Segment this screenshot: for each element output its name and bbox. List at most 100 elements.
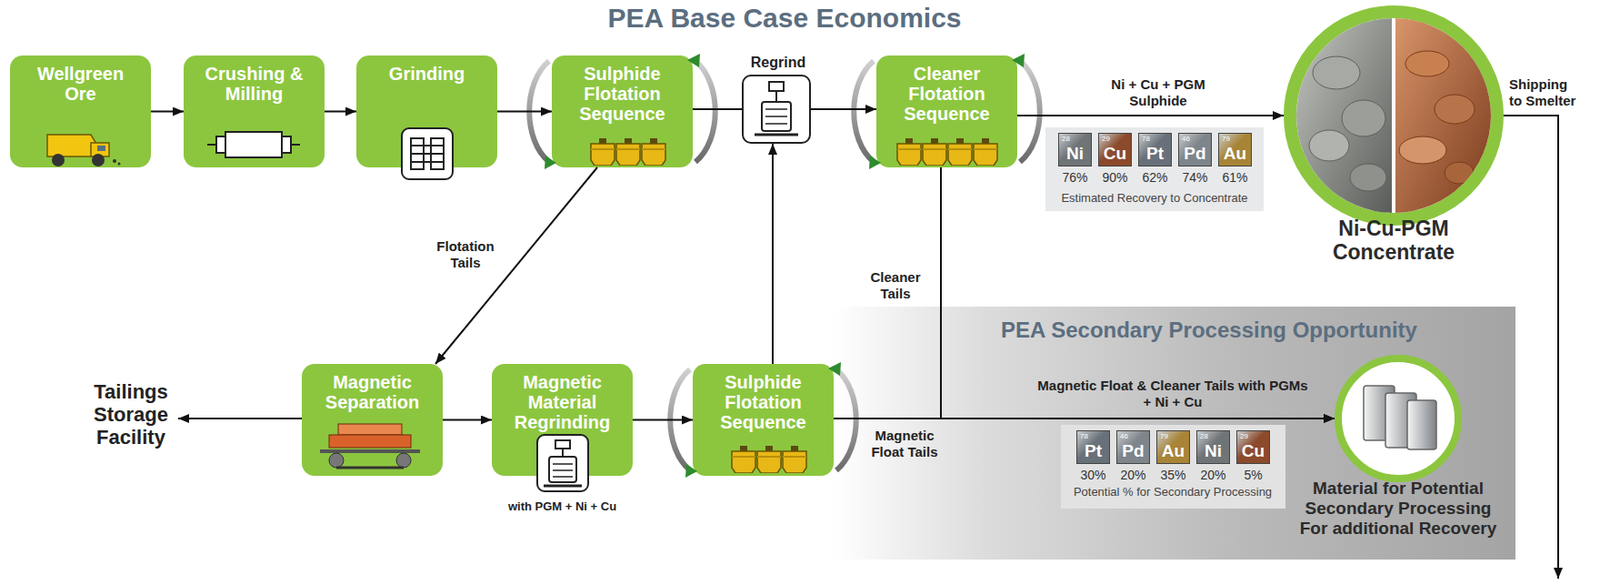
percent-value: 90% [1094, 170, 1136, 186]
process-box: Sulphide Flotation Sequence [692, 363, 834, 476]
flow-arrow [324, 110, 357, 113]
process-box: Wellgreen Ore [10, 55, 151, 168]
flow-arrow [178, 417, 302, 420]
element-symbol: Ni [1197, 440, 1230, 461]
atomic-number: 78 [1141, 134, 1150, 143]
recycle-arrowheads [544, 53, 1025, 478]
process-box: Magnetic Separation [301, 363, 443, 476]
process-box: Sulphide Flotation Sequence [551, 55, 693, 168]
atomic-number: 79 [1221, 134, 1230, 143]
regrind-mill-icon [754, 81, 799, 135]
atomic-number: 46 [1181, 134, 1190, 143]
element-tile: 29Cu [1098, 132, 1132, 167]
element-symbol: Cu [1237, 440, 1270, 461]
concentrate-circle: Ni-Cu-PGM Concentrate [1283, 5, 1504, 226]
dump-truck-icon [47, 134, 121, 167]
percent-value: 61% [1214, 170, 1256, 186]
element-symbol: Pd [1117, 440, 1150, 461]
node-label: Magnetic Material Regrinding [509, 371, 617, 432]
process-box: Crushing & Milling [183, 55, 325, 168]
element-symbol: Au [1157, 440, 1190, 461]
flow-arrow [940, 167, 1335, 419]
node-label: Sulphide Flotation Sequence [571, 63, 674, 124]
element-symbol: Pt [1077, 440, 1110, 461]
element-tile: 29Cu [1236, 430, 1270, 464]
shipping-arrow [1503, 115, 1559, 579]
element-symbol: Cu [1099, 143, 1131, 164]
edge-label: Magnetic Float Tails [861, 427, 949, 460]
atomic-number: 28 [1200, 431, 1209, 440]
element-tile: 46Pd [1116, 430, 1150, 464]
atomic-number: 78 [1080, 431, 1089, 440]
node-label: Crushing & Milling [200, 63, 309, 104]
regrind-box: Regrind [741, 74, 811, 144]
regrind-mill-icon [537, 434, 589, 491]
magnetic-separator-icon [320, 423, 420, 468]
diagram-title: PEA Base Case Economics [509, 1, 1060, 35]
atomic-number: 46 [1120, 431, 1129, 440]
flow-arrow [442, 419, 492, 421]
element-tile: 79Au [1218, 132, 1252, 167]
atomic-number: 29 [1240, 431, 1249, 440]
element-tile: 78Pt [1138, 132, 1172, 167]
edge-label: Flotation Tails [427, 238, 504, 271]
atomic-number: 79 [1160, 431, 1169, 440]
edge-label: Cleaner Tails [862, 269, 929, 302]
flow-arrow [692, 108, 742, 110]
flow-arrow [771, 143, 774, 364]
flow-note: Magnetic Float & Cleaner Tails with PGMs… [1036, 377, 1310, 410]
flotation-cells [590, 138, 998, 473]
percent-value: 30% [1072, 467, 1114, 483]
caption: Potential % for Secondary Processing [1054, 484, 1291, 500]
grinder-icon [401, 128, 453, 180]
concentrate-photo [1296, 18, 1491, 213]
atomic-number: 29 [1101, 134, 1110, 143]
element-tile: 28Ni [1196, 430, 1230, 464]
node-label: Material for Potential Secondary Process… [1292, 478, 1504, 539]
flow-arrow [1017, 114, 1284, 117]
caption: Estimated Recovery to Concentrate [1036, 190, 1273, 206]
node-label: Sulphide Flotation Sequence [712, 371, 815, 432]
node-label: with PGM + Ni + Cu [473, 499, 651, 514]
process-box: Cleaner Flotation Sequence [876, 55, 1018, 168]
flow-arrow [833, 417, 1335, 420]
node-label: Tailings Storage Facility [83, 380, 179, 449]
flow-arrow [497, 110, 552, 113]
percent-value: 5% [1232, 467, 1274, 483]
element-symbol: Pt [1139, 143, 1171, 164]
process-box: Magnetic Material Regrindingwith PGM + N… [491, 363, 633, 476]
element-symbol: Au [1219, 143, 1251, 164]
percent-value: 20% [1112, 467, 1154, 483]
element-tile: 46Pd [1178, 132, 1212, 167]
percent-value: 35% [1152, 467, 1194, 483]
element-tile: 78Pt [1076, 430, 1110, 464]
tailings-node: Tailings Storage Facility [83, 380, 179, 452]
element-symbol: Pd [1179, 143, 1211, 164]
mill-icon [207, 131, 300, 158]
note-label: Shipping to Smelter [1509, 76, 1580, 110]
flow-arrow [632, 419, 693, 421]
node-label: Magnetic Separation [318, 371, 428, 412]
node-label: Wellgreen Ore [30, 63, 132, 104]
product-circle: Material for Potential Secondary Process… [1334, 354, 1462, 482]
element-tile: 28Ni [1058, 132, 1092, 167]
process-box: Grinding [356, 55, 498, 168]
percent-value: 76% [1054, 170, 1096, 186]
edge-label: Ni + Cu + PGM Sulphide [1094, 76, 1222, 110]
flow-arrow [810, 108, 877, 110]
silver-bars [1363, 385, 1437, 450]
percent-value: 20% [1192, 467, 1234, 483]
element-symbol: Ni [1059, 143, 1091, 164]
node-label: Ni-Cu-PGM Concentrate [1307, 216, 1480, 264]
node-label: Grinding [373, 63, 481, 84]
percent-value: 74% [1174, 170, 1216, 186]
flow-arrow [150, 110, 184, 113]
node-label: Cleaner Flotation Sequence [896, 63, 999, 124]
element-tile: 79Au [1156, 430, 1190, 464]
percent-value: 62% [1134, 170, 1176, 186]
band-title: PEA Secondary Processing Opportunity [972, 317, 1446, 343]
atomic-number: 28 [1061, 134, 1070, 143]
recycle-arrows [529, 60, 1040, 470]
node-label: Regrind [716, 53, 840, 72]
